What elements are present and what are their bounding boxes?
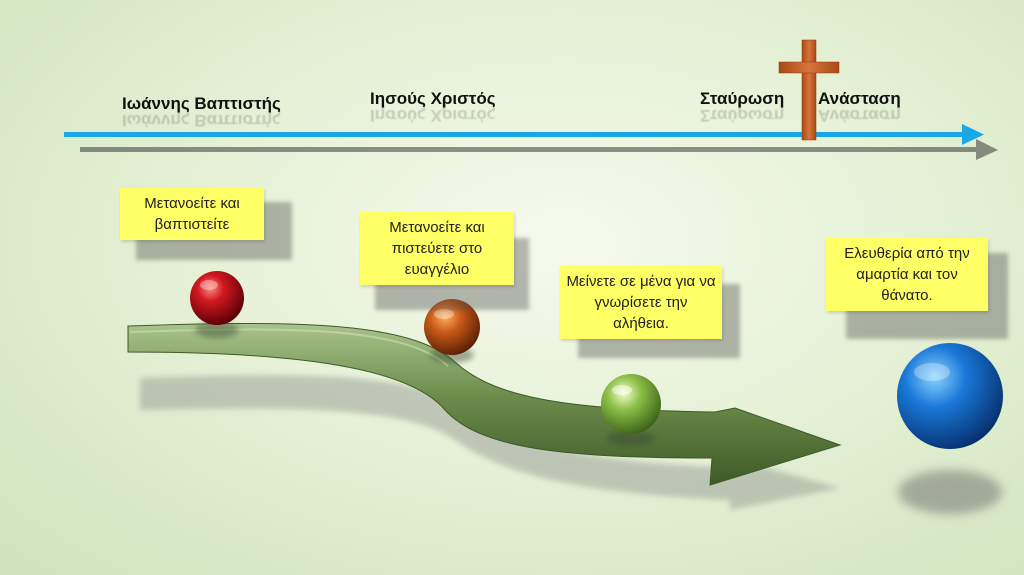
note-repent-believe: Μετανοείτε και πιστεύετε στο ευαγγέλιο	[360, 212, 514, 285]
cross-icon	[778, 39, 840, 141]
sphere-shadow	[898, 470, 1002, 514]
path-arrow-shadow	[140, 375, 840, 510]
sphere-green	[601, 374, 661, 434]
label-john: Ιωάννης Βαπτιστής Ιωάννης Βαπτιστής	[122, 94, 281, 130]
note-abide: Μείνετε σε μένα για να γνωρίσετε την αλή…	[560, 266, 722, 339]
timeline-arrow	[64, 124, 984, 145]
sphere-blue	[897, 343, 1003, 449]
sphere-shadow	[195, 322, 239, 338]
sphere-shadow	[607, 430, 655, 446]
label-crucifixion: Σταύρωση Σταύρωση	[700, 89, 785, 125]
timeline-shadow-arrow	[80, 139, 998, 160]
sphere-red	[190, 271, 244, 325]
path-arrow	[127, 322, 842, 486]
note-freedom: Ελευθερία από την αμαρτία και τον θάνατο…	[826, 238, 988, 311]
note-repent-baptize: Μετανοείτε και βαπτιστείτε	[120, 188, 264, 240]
label-resurrection: Ανάσταση Ανάσταση	[818, 89, 901, 125]
label-jesus: Ιησούς Χριστός Ιησούς Χριστός	[370, 89, 496, 125]
sphere-orange	[424, 299, 480, 355]
